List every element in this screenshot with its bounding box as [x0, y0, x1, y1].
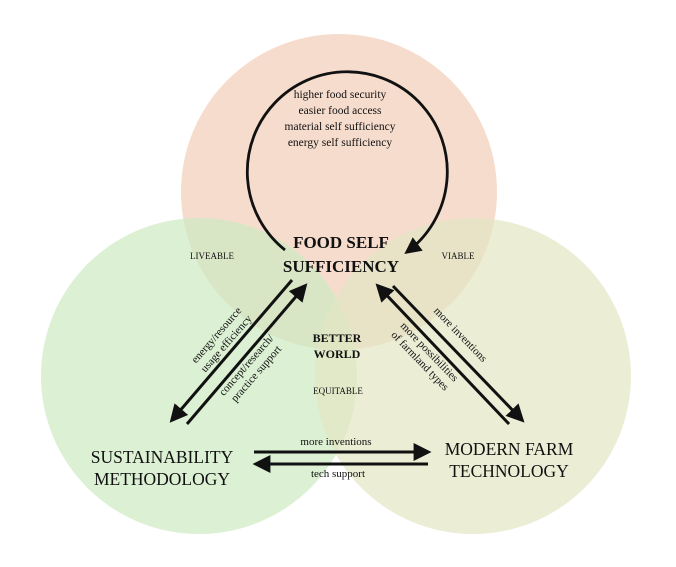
benefit-text: higher food security: [294, 89, 387, 101]
modern-farm-technology-label: MODERN FARM: [445, 439, 574, 459]
liveable-label: LIVEABLE: [190, 251, 234, 261]
benefit-text: easier food access: [298, 105, 382, 117]
benefit-text: energy self sufficiency: [288, 137, 393, 149]
arrow-to-food-self-sufficiency-left: [185, 283, 308, 425]
sustainability-methodology-label: METHODOLOGY: [94, 469, 230, 489]
food-self-sufficiency-title: SUFFICIENCY: [283, 257, 399, 276]
benefits-loop-arrow: [245, 70, 449, 255]
better-world-label: BETTER: [313, 331, 362, 345]
better-world-label: WORLD: [314, 347, 361, 361]
modern-farm-technology-label: TECHNOLOGY: [449, 461, 569, 481]
arrow-to-sustainability: [169, 279, 294, 423]
benefit-text: material self sufficiency: [285, 121, 396, 133]
arrow-label-more-inventions-bottom: more inventions: [300, 436, 371, 448]
arrow-to-food-self-sufficiency-right: [375, 283, 511, 426]
arrow-label-tech-support: tech support: [311, 468, 365, 480]
food-self-sufficiency-title: FOOD SELF: [293, 233, 389, 252]
equitable-label: EQUITABLE: [313, 386, 363, 396]
arrow-to-modern-farm: [391, 284, 525, 423]
viable-label: VIABLE: [442, 251, 475, 261]
sustainability-methodology-label: SUSTAINABILITY: [91, 447, 234, 467]
